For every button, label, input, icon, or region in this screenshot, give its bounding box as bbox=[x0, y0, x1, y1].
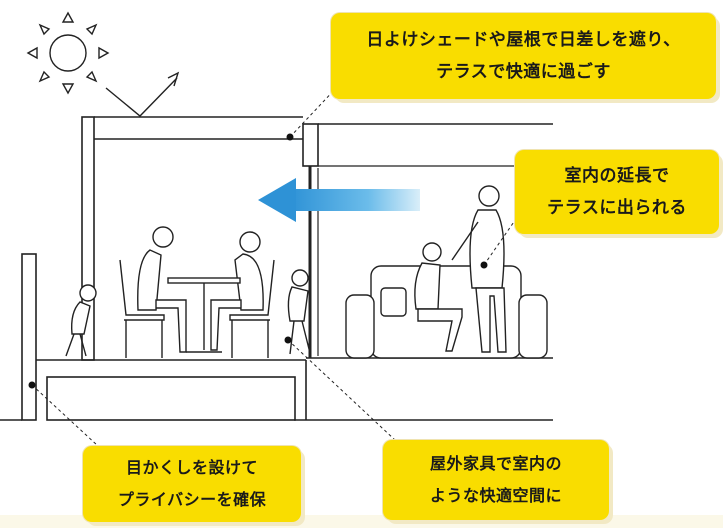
callout-extend-line1: 室内の延長で bbox=[564, 166, 670, 186]
sun-icon bbox=[26, 11, 110, 95]
deck-floor bbox=[0, 253, 553, 421]
callout-shade-line1: 日よけシェードや屋根で日差しを遮り、 bbox=[366, 30, 681, 50]
move-outside-arrow bbox=[258, 178, 420, 222]
callout-shade: 日よけシェードや屋根で日差しを遮り、 テラスで快適に過ごす bbox=[331, 13, 716, 99]
callout-privacy: 目かくしを設けて プライバシーを確保 bbox=[83, 446, 301, 522]
callout-extend: 室内の延長で テラスに出られる bbox=[515, 150, 719, 234]
callout-extend-line2: テラスに出られる bbox=[547, 198, 687, 218]
terrace-frame bbox=[81, 116, 553, 361]
callout-outdoor-line2: ような快適空間に bbox=[429, 486, 562, 505]
callout-privacy-line1: 目かくしを設けて bbox=[125, 458, 258, 477]
callout-outdoor: 屋外家具で室内の ような快適空間に bbox=[383, 440, 609, 520]
leader-dots bbox=[28, 133, 488, 389]
callout-privacy-line2: プライバシーを確保 bbox=[117, 490, 267, 509]
people bbox=[65, 185, 507, 358]
callout-outdoor-line1: 屋外家具で室内の bbox=[429, 454, 562, 473]
sunlight-deflect-arrow bbox=[105, 71, 180, 117]
callout-shade-line2: テラスで快適に過ごす bbox=[436, 62, 611, 82]
leader-lines bbox=[31, 85, 519, 447]
